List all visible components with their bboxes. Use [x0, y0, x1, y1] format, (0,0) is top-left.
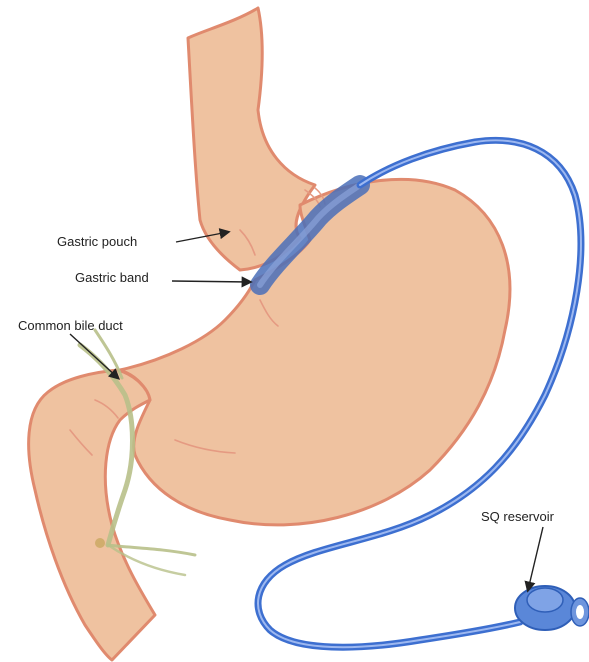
- label-gastric-band: Gastric band: [75, 270, 250, 285]
- sq-reservoir-label: SQ reservoir: [481, 509, 555, 524]
- common-bile-duct-label: Common bile duct: [18, 318, 123, 333]
- gastric-pouch-label: Gastric pouch: [57, 234, 137, 249]
- label-sq-reservoir: SQ reservoir: [481, 509, 555, 590]
- duodenum: [29, 370, 155, 660]
- sq-reservoir-port: [515, 586, 589, 630]
- label-gastric-pouch: Gastric pouch: [57, 232, 228, 249]
- gastric-band-label: Gastric band: [75, 270, 149, 285]
